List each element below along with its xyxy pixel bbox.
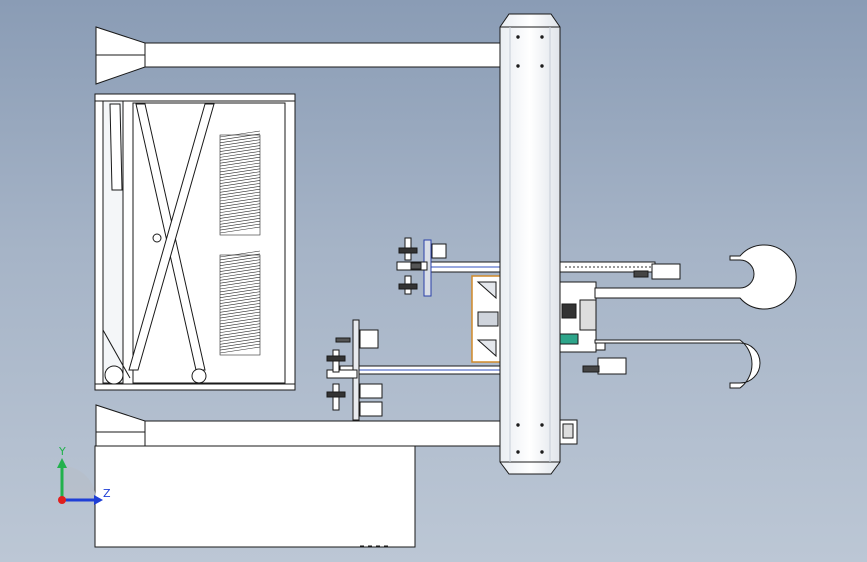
upper-beam[interactable]	[95, 26, 501, 85]
scissor-arms	[102, 103, 215, 385]
plate-stack-lower	[219, 250, 261, 356]
y-arrowhead-icon	[57, 458, 67, 468]
plate-stack-upper	[219, 130, 261, 236]
z-axis-label: Z	[103, 487, 111, 500]
lower-suction-gripper[interactable]	[326, 319, 383, 421]
upper-suction-gripper[interactable]	[396, 237, 447, 297]
base-block[interactable]	[94, 445, 416, 548]
hook-tubes	[594, 244, 797, 389]
x-axis-dot-icon	[58, 496, 66, 504]
y-axis-label: Y	[58, 445, 66, 458]
coordinate-triad: Y Z	[57, 445, 111, 505]
lower-beam[interactable]	[95, 404, 501, 447]
column-motor-bracket	[559, 419, 578, 445]
z-arrowhead-icon	[94, 495, 103, 505]
vertical-column[interactable]	[499, 13, 561, 475]
triad-plane-icon	[62, 466, 96, 500]
